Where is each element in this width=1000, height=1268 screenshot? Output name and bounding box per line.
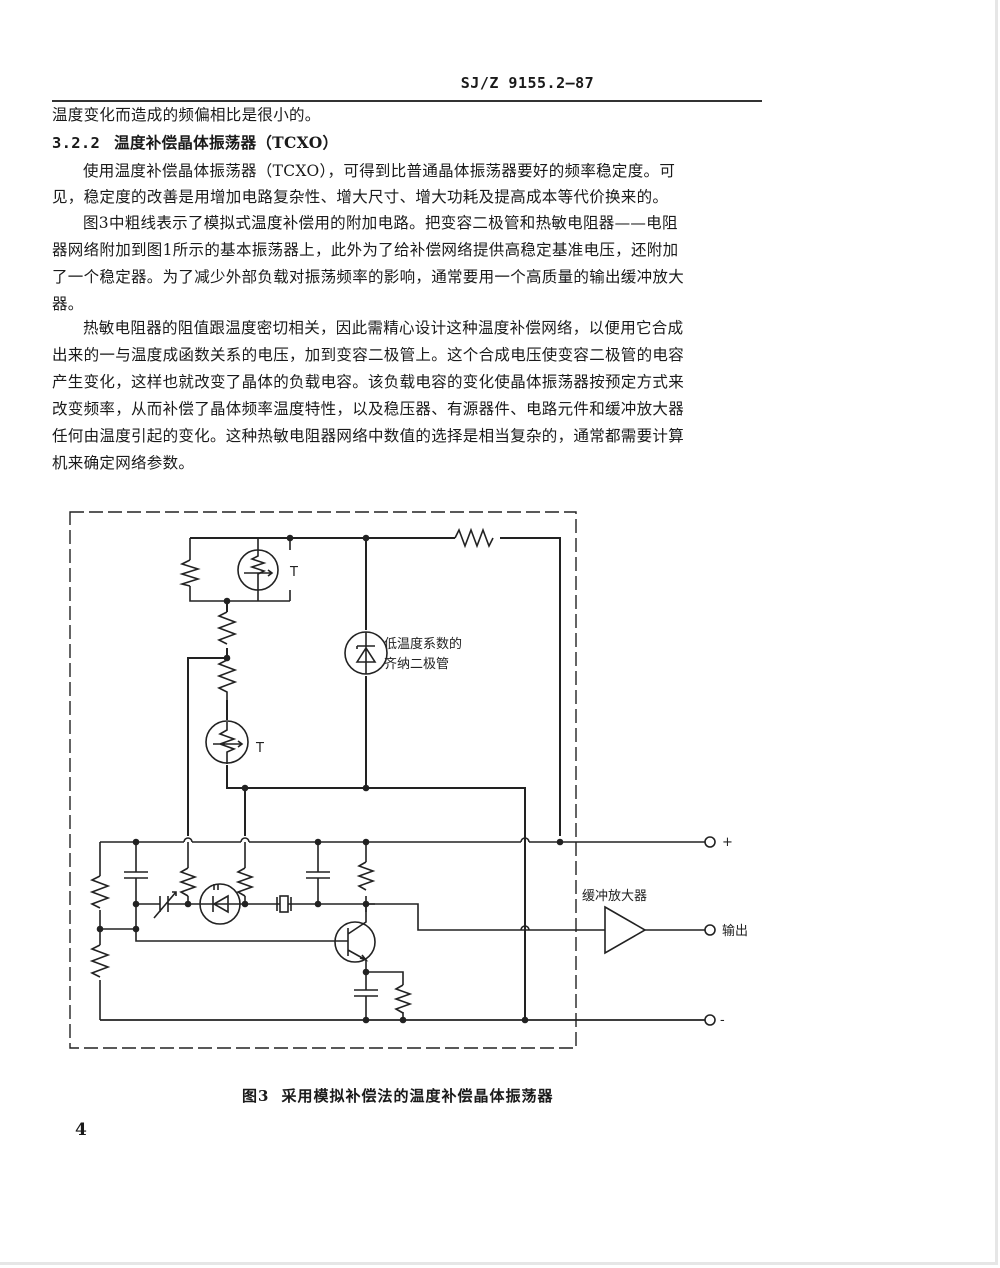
buffer-amplifier-icon — [604, 905, 647, 955]
thermistor-label: T — [255, 741, 264, 756]
paragraph-line: 器。 — [52, 295, 84, 313]
terminal-plus-label: + — [722, 835, 733, 850]
terminal-plus — [704, 836, 716, 848]
transistor-icon — [334, 921, 376, 963]
terminal-minus — [704, 1014, 716, 1026]
header-rule — [52, 100, 762, 102]
paragraph-line: 产生变化，这样也就改变了晶体的负载电容。该负载电容的变化使晶体振荡器按预定方式来 — [52, 373, 685, 391]
crystal-icon — [279, 895, 289, 913]
resistor-icon — [235, 867, 255, 897]
resistor-icon — [356, 861, 376, 891]
compensation-boundary — [69, 511, 577, 1049]
figure-caption-text: 采用模拟补偿法的温度补偿晶体振荡器 — [281, 1087, 554, 1105]
section-number: 3.2.2 — [52, 134, 101, 152]
varactor-diode-icon — [199, 883, 241, 925]
terminal-minus-label: - — [720, 1013, 725, 1028]
section-title: 温度补偿晶体振荡器（TCXO） — [114, 133, 339, 152]
paragraph-line: 使用温度补偿晶体振荡器（TCXO），可得到比普通晶体振荡器要好的频率稳定度。可 — [83, 162, 676, 180]
paragraph-line: 出来的一与温度成函数关系的电压，加到变容二极管上。这个合成电压使变容二极管的电容 — [52, 346, 685, 364]
capacitor-icon — [306, 842, 330, 904]
page-number: 4 — [75, 1120, 87, 1140]
paragraph-line: 了一个稳定器。为了减少外部负载对振荡频率的影响，通常要用一个高质量的输出缓冲放大 — [52, 268, 685, 286]
zener-label-line1: 低温度系数的 — [384, 636, 462, 652]
resistor-icon — [393, 984, 413, 1014]
paragraph-line: 改变频率，从而补偿了晶体频率温度特性，以及稳压器、有源器件、电路元件和缓冲放大器 — [52, 400, 685, 418]
paragraph-line: 温度变化而造成的频偏相比是很小的。 — [52, 106, 321, 124]
capacitor-icon — [124, 871, 148, 879]
paragraph-line: 图3中粗线表示了模拟式温度补偿用的附加电路。把变容二极管和热敏电阻器——电阻 — [83, 214, 678, 232]
resistor-icon — [89, 875, 111, 909]
resistor-icon — [89, 944, 111, 978]
resistor-icon — [179, 559, 201, 587]
capacitor-icon — [354, 989, 378, 997]
resistor-icon — [454, 527, 494, 549]
zener-label-line2: 齐纳二极管 — [384, 656, 449, 672]
standard-number-header: SJ/Z 9155.2—87 — [460, 74, 595, 92]
paragraph-line: 热敏电阻器的阻值跟温度密切相关，因此需精心设计这种温度补偿网络，以便用它合成 — [83, 319, 684, 337]
terminal-output — [704, 924, 716, 936]
paragraph-line: 见，稳定度的改善是用增加电路复杂性、增大尺寸、增大功耗及提高成本等代价换来的。 — [52, 188, 669, 206]
section-heading: 3.2.2 温度补偿晶体振荡器（TCXO） — [52, 132, 764, 154]
figure-number: 图3 — [242, 1087, 270, 1105]
figure-caption: 图3 采用模拟补偿法的温度补偿晶体振荡器 — [242, 1085, 553, 1106]
variable-capacitor-icon — [153, 891, 177, 919]
paragraph-line: 器网络附加到图1所示的基本振荡器上，此外为了给补偿网络提供高稳定基准电压，还附加 — [52, 241, 679, 259]
resistor-icon — [216, 611, 238, 645]
terminal-output-label: 输出 — [722, 923, 748, 939]
thermistor-label: T — [289, 565, 298, 580]
buffer-amplifier-label: 缓冲放大器 — [582, 889, 647, 904]
paragraph-line: 任何由温度引起的变化。这种热敏电阻器网络中数值的选择是相当复杂的，通常都需要计算 — [52, 427, 685, 445]
resistor-icon — [178, 867, 198, 897]
paragraph-line: 机来确定网络参数。 — [52, 454, 195, 472]
